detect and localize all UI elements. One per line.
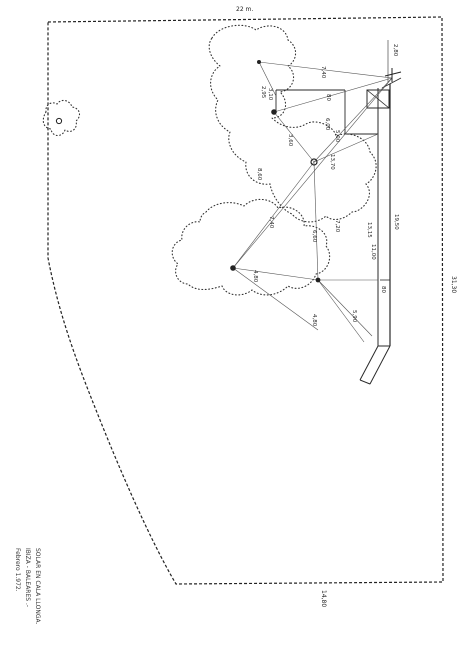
measurement-label: 5,90 [351, 310, 357, 323]
tree-canopy-upper [208, 24, 377, 223]
measurement-label: 8,60 [256, 168, 262, 181]
measurement-label: 13,15 [366, 222, 372, 238]
dim-wall-long: 11,00 [370, 244, 376, 260]
dim-top: 22 m. [236, 6, 253, 13]
dim-mid-rect: 3,10 [267, 88, 273, 101]
property-boundary [47, 16, 444, 585]
dim-corner: 2,80 [392, 44, 398, 57]
tree-markers [55, 60, 321, 283]
measurement-label: 3,60 [287, 134, 293, 147]
caption-line-2: IBIZA - BALEARES .- [24, 548, 31, 607]
measurement-label: 5,00 [334, 130, 340, 143]
dim-mid-top: 80 [325, 94, 331, 101]
dim-bottom: 14,80 [320, 590, 327, 607]
caption-line-1: SOLAR EN CALA LLONGA. [34, 548, 41, 624]
tree-marker [230, 265, 236, 271]
tree-marker [315, 277, 321, 283]
tree-marker [257, 60, 261, 64]
caption-line-3: Febrero 1.972. [14, 548, 21, 592]
measurement-label: 4,80 [252, 270, 258, 283]
tree-marker [310, 158, 318, 166]
dim-right: 31,30 [450, 276, 457, 293]
measurement-label: 7,40 [268, 216, 274, 229]
dim-wall-length: 19,50 [393, 214, 399, 230]
measurement-label: 2,95 [260, 86, 266, 99]
origin-point-marker [384, 68, 402, 82]
tree-marker [271, 109, 277, 115]
tree-marker [55, 117, 63, 125]
measurement-rays [232, 61, 393, 343]
dim-mid-left: 6,60 [311, 230, 317, 243]
measurement-label: 4,80 [311, 314, 317, 327]
dim-wall-lower: 80 [380, 286, 386, 293]
measurement-label: 13,70 [329, 154, 335, 170]
tree-canopy-small [42, 99, 81, 137]
measurement-label: 7,40 [320, 66, 326, 79]
dim-mid-right: 7,20 [334, 220, 340, 233]
measurement-label: 6,00 [324, 118, 330, 131]
tree-canopy-lower [171, 198, 331, 296]
